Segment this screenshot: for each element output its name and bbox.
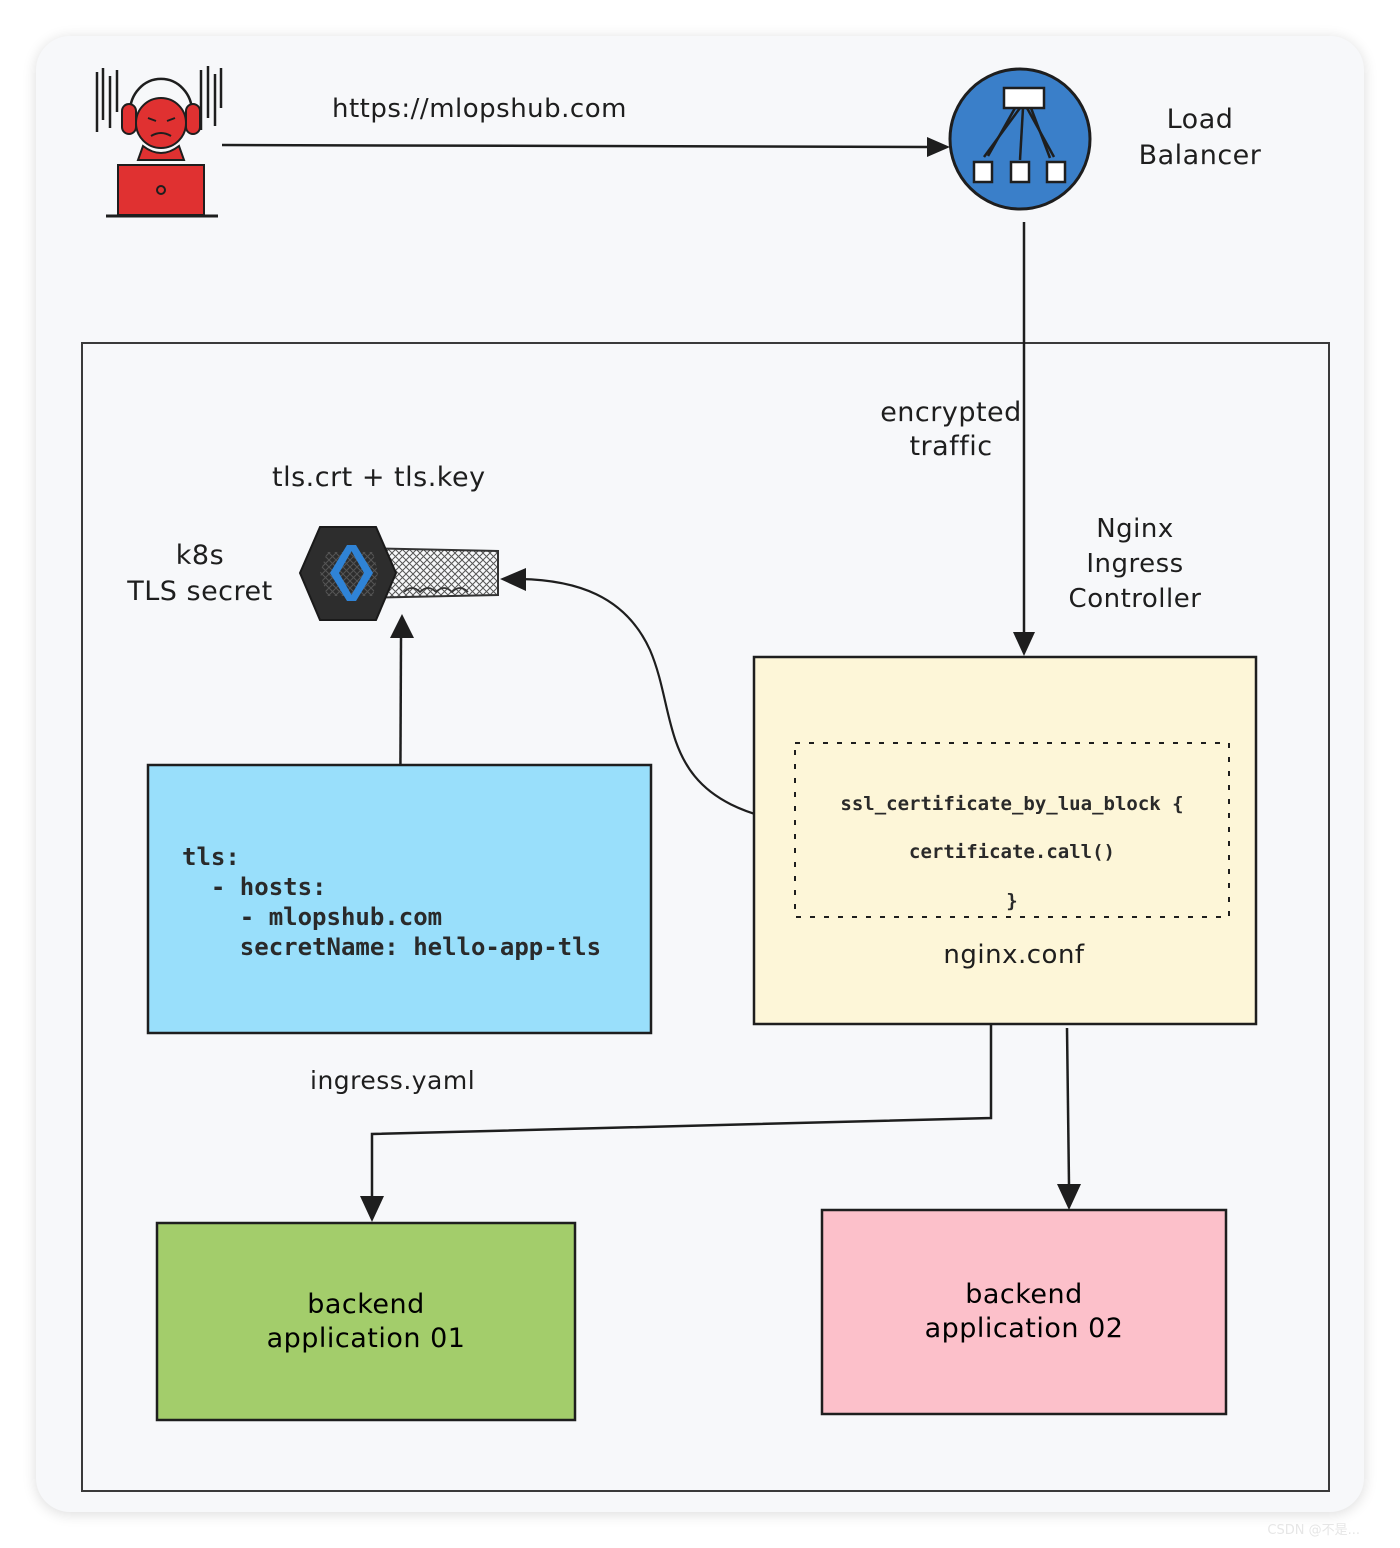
encrypted-traffic-label: encrypted traffic xyxy=(876,396,1026,464)
ingress-controller-label: Nginx Ingress Controller xyxy=(1060,512,1210,617)
backend2-line2: application 02 xyxy=(924,1313,1124,1344)
lua-line-2: certificate.call() xyxy=(909,841,1115,863)
yaml-line-4: secretName: hello-app-tls xyxy=(182,933,602,961)
load-balancer-line1: Load xyxy=(1166,104,1234,135)
ingress-yaml-code: tls: - hosts: - mlopshub.com secretName:… xyxy=(182,842,601,962)
arrow-user-to-lb xyxy=(221,143,931,149)
load-balancer-label: Load Balancer xyxy=(1135,102,1265,174)
user-laptop-icon xyxy=(95,66,223,218)
backend1-line1: backend xyxy=(307,1288,425,1320)
backend2-line1: backend xyxy=(965,1279,1083,1310)
encrypted-line1: encrypted xyxy=(880,397,1022,428)
nginx-conf-box xyxy=(752,655,1258,1026)
load-balancer-icon xyxy=(948,67,1092,211)
yaml-line-1: tls: xyxy=(182,843,240,871)
backend-app-01-box xyxy=(155,1221,577,1422)
tls-secret-label: k8s TLS secret xyxy=(110,538,290,610)
cluster-boundary xyxy=(81,342,1330,1492)
secret-line2: TLS secret xyxy=(127,576,273,607)
yaml-line-3: - mlopshub.com xyxy=(182,903,443,931)
lua-line-1: ssl_certificate_by_lua_block { xyxy=(840,793,1184,815)
ingress-yaml-filename: ingress.yaml xyxy=(310,1066,476,1095)
controller-line3: Controller xyxy=(1068,584,1202,614)
backend-app-01-label: backend application 01 xyxy=(157,1223,575,1420)
arrow-nginx-to-secret xyxy=(519,577,794,825)
controller-line2: Ingress xyxy=(1086,549,1184,579)
backend1-line2: application 01 xyxy=(266,1322,466,1354)
nginx-conf-filename: nginx.conf xyxy=(943,940,1085,970)
secret-line1: k8s xyxy=(175,540,225,571)
ingress-yaml-box xyxy=(146,763,653,1035)
backend-app-02-label: backend application 02 xyxy=(822,1210,1226,1414)
controller-line1: Nginx xyxy=(1096,514,1174,544)
arrow-nginx-to-backend2 xyxy=(1065,1027,1071,1186)
encrypted-line2: traffic xyxy=(909,431,993,462)
load-balancer-line2: Balancer xyxy=(1138,140,1262,171)
secret-files-label: tls.crt + tls.key xyxy=(272,462,486,493)
lua-line-3: } xyxy=(1006,890,1018,912)
lua-block-code: ssl_certificate_by_lua_block { certifica… xyxy=(798,780,1226,926)
arrow-nginx-to-backend1 xyxy=(370,1024,993,1198)
lua-block-frame xyxy=(794,742,1230,918)
yaml-line-2: - hosts: xyxy=(182,873,327,901)
url-label: https://mlopshub.com xyxy=(332,94,627,124)
key-icon xyxy=(298,526,499,621)
watermark: CSDN @不是... xyxy=(1267,1523,1360,1538)
backend-app-02-box xyxy=(820,1208,1228,1416)
